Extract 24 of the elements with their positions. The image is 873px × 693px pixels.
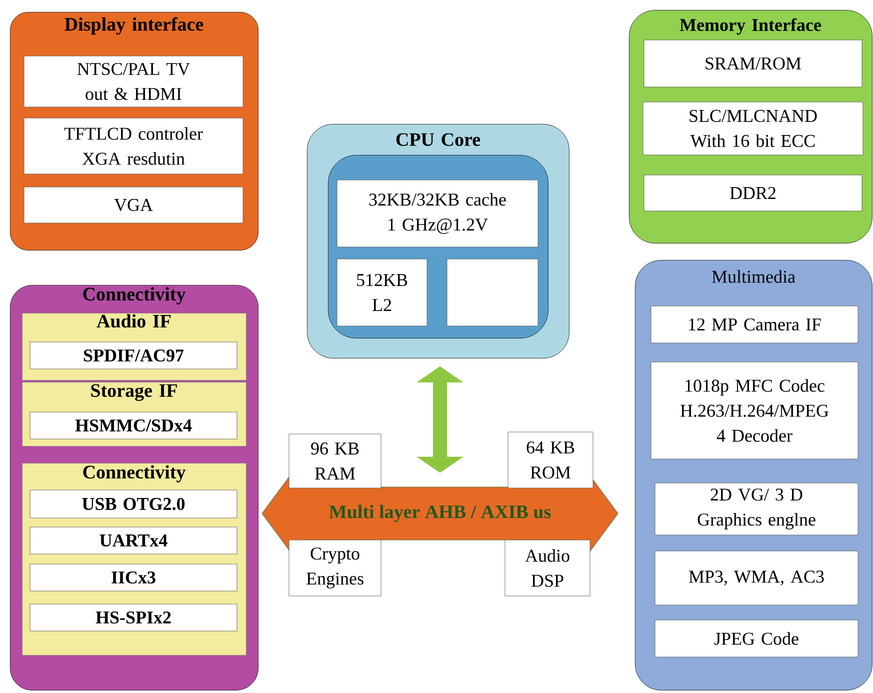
module-box: Audio DSP <box>504 540 590 596</box>
module-box: 2D VG/ 3 D Graphics englne <box>654 482 858 536</box>
module-box: UARTx4 <box>30 526 238 554</box>
module-box: DDR2 <box>644 174 862 212</box>
module-box: JPEG Code <box>654 620 858 658</box>
module-box: SPDIF/AC97 <box>30 342 238 370</box>
module-box: 96 KB RAM <box>288 434 382 488</box>
module-box: Crypto Engines <box>288 540 382 596</box>
module-box: MP3, WMA, AC3 <box>654 550 858 606</box>
module-box: VGA <box>24 186 244 224</box>
module-box: 512KB L2 <box>336 258 428 326</box>
module-box: NTSC/PAL TV out & HDMI <box>24 56 244 108</box>
module-box: SRAM/ROM <box>644 40 862 88</box>
module-box: IICx3 <box>30 564 238 592</box>
module-box: HSMMC/SDx4 <box>30 412 238 440</box>
module-box: 1018p MFC Codec H.263/H.264/MPEG 4 Decoder <box>650 362 858 460</box>
module-box: 32KB/32KB cache 1 GHz@1.2V <box>336 180 538 248</box>
module-box: USB OTG2.0 <box>30 490 238 518</box>
module-box: SLC/MLCNAND With 16 bit ECC <box>642 102 864 156</box>
module-box: TFTLCD controler XGA resdutin <box>24 118 244 174</box>
module-box: 12 MP Camera IF <box>650 306 858 344</box>
module-box: 64 KB ROM <box>508 432 594 488</box>
empty-box <box>446 258 538 326</box>
module-box: HS-SPIx2 <box>30 604 238 632</box>
